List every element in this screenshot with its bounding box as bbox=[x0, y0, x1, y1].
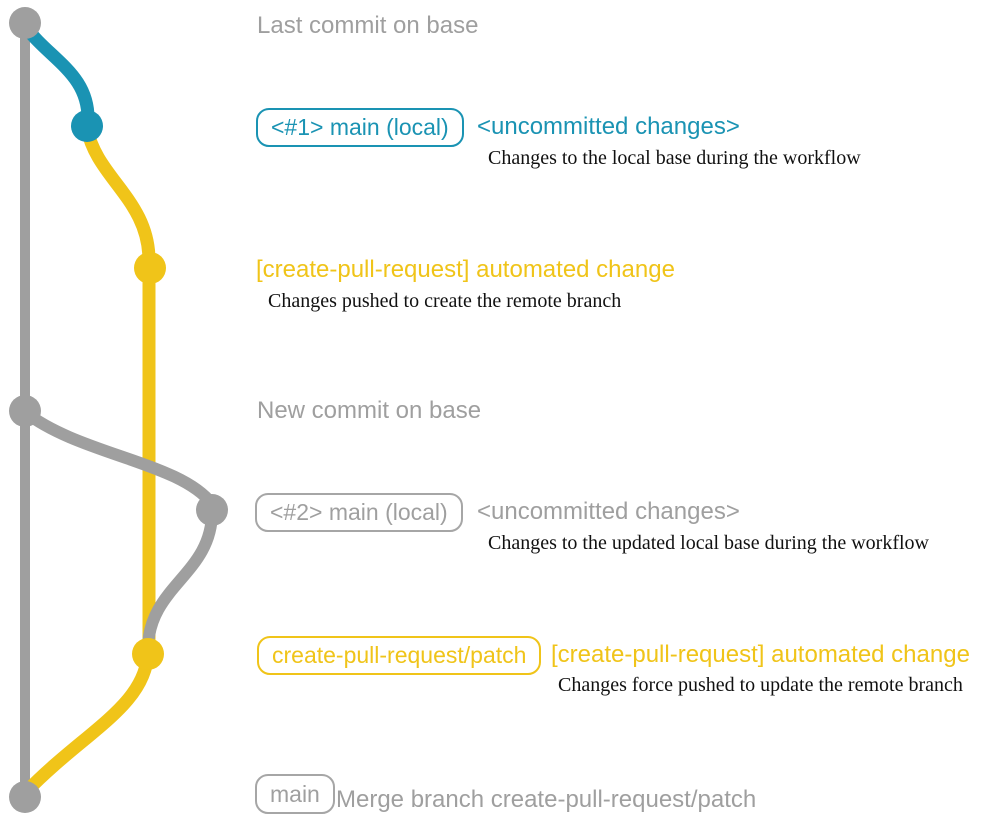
uncommitted-changes-description-2: Changes to the updated local base during… bbox=[488, 532, 929, 554]
patch-merge-curve bbox=[19, 645, 155, 799]
patch-branch-line bbox=[80, 121, 156, 657]
branch-badge-main-local-1: <#1> main (local) bbox=[256, 108, 464, 147]
commit-uncommitted-2 bbox=[196, 494, 228, 526]
uncommitted-changes-heading-1: <uncommitted changes> bbox=[477, 113, 740, 140]
branch-badge-main: main bbox=[255, 774, 335, 814]
merge-commit-message: Merge branch create-pull-request/patch bbox=[336, 786, 757, 813]
automated-change-heading-1: [create-pull-request] automated change bbox=[256, 256, 675, 283]
local-main-branch-curve bbox=[18, 19, 95, 129]
branch-badge-patch: create-pull-request/patch bbox=[257, 636, 542, 675]
force-push-curve bbox=[142, 506, 218, 654]
automated-change-description-2: Changes force pushed to update the remot… bbox=[558, 674, 963, 696]
last-commit-on-base-label: Last commit on base bbox=[257, 12, 479, 39]
uncommitted-changes-heading-2: <uncommitted changes> bbox=[477, 498, 740, 525]
commit-merge bbox=[9, 781, 41, 813]
commit-last-base bbox=[9, 7, 41, 39]
new-commit-on-base-label: New commit on base bbox=[257, 397, 482, 424]
automated-change-description-1: Changes pushed to create the remote bran… bbox=[268, 290, 622, 312]
commit-automated-2 bbox=[132, 638, 164, 670]
uncommitted-changes-description-1: Changes to the local base during the wor… bbox=[488, 147, 861, 169]
rebase-curve bbox=[19, 406, 218, 510]
commit-uncommitted-1 bbox=[71, 110, 103, 142]
commit-automated-1 bbox=[134, 252, 166, 284]
commit-new-base bbox=[9, 395, 41, 427]
automated-change-heading-2: [create-pull-request] automated change bbox=[551, 641, 970, 668]
branch-badge-main-local-2: <#2> main (local) bbox=[255, 493, 463, 532]
